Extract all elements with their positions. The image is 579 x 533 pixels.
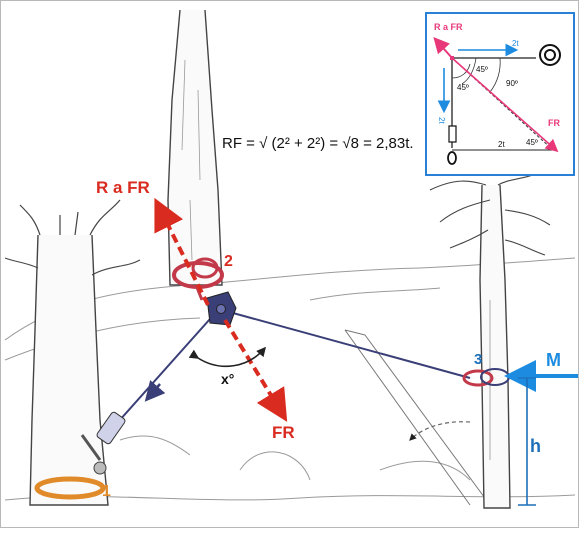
dashed-swing-arc [409,421,471,441]
inset-r-a-fr-label: R a FR [434,22,463,32]
tree-3-tree [429,169,551,509]
strap-tree-1 [34,476,106,500]
inset-angle-45-left: 45º [457,83,469,92]
m-label: M [546,350,561,370]
hand-winch [80,411,126,475]
inset-force-bottom: 2t [498,140,505,149]
point-3-label: 3 [474,351,482,368]
r-a-fr-label: R a FR [96,178,150,197]
height-dimension [518,377,536,506]
formula-label: RF = √ (2² + 2²) = √8 = 2,83t. [222,135,414,152]
inset-angle-90: 90º [506,79,518,88]
inset-angle-45-bottom: 45º [526,138,538,147]
inset-fr-label: FR [548,118,560,128]
h-label: h [530,436,541,456]
rope-to-tree-3 [221,309,471,379]
inset-force-top: 2t [512,39,519,48]
inset-border [425,12,575,176]
pull-direction-arrow [144,380,166,402]
tree-1-winch-tree [4,199,141,506]
inset-angle-45-top: 45º [476,65,488,74]
winch-icon [448,125,457,143]
x-angle-label: x° [221,371,234,387]
pulley-block [206,291,237,326]
inset-force-left: 2t [437,117,446,124]
angle-x-arc [188,346,267,367]
fr-label: FR [272,423,295,442]
point-1-label: 1 [102,483,111,500]
force-fr-arrow [223,318,288,422]
force-diagram-inset: R a FR FR 45º 45º 90º 45º 2t 2t 2t [425,12,575,176]
point-2-label: 2 [224,253,233,270]
force-r-a-fr-arrow [154,197,210,306]
